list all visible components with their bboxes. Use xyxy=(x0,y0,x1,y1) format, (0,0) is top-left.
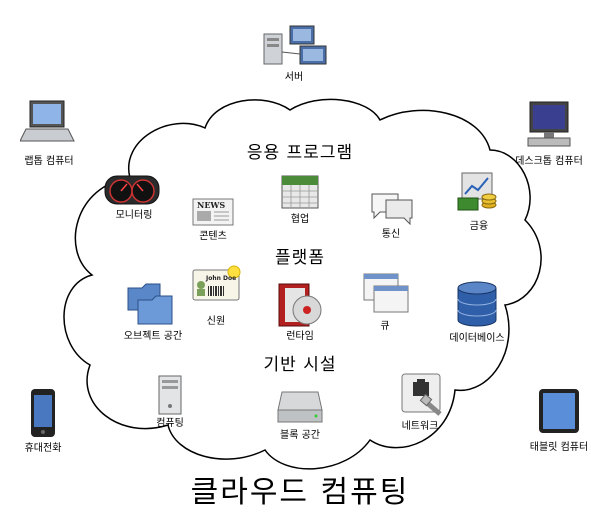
runtime-label: 런타임 xyxy=(286,331,314,342)
desktop-label: 데스크톱 컴퓨터 xyxy=(515,156,583,167)
collaboration-label: 협업 xyxy=(290,214,310,225)
network-label: 네트워크 xyxy=(401,421,439,432)
laptop-label: 랩톱 컴퓨터 xyxy=(24,156,74,167)
queue-windows-icon xyxy=(363,273,409,313)
queue-label: 큐 xyxy=(380,321,390,332)
tablet-icon xyxy=(539,389,579,433)
mobile-phone-icon xyxy=(31,389,55,437)
svg-text:John Doe: John Doe xyxy=(205,275,236,282)
block-storage-label: 블록 공간 xyxy=(280,430,320,441)
svg-text:NEWS: NEWS xyxy=(197,200,225,210)
compute-label: 컴퓨팅 xyxy=(156,418,184,429)
hard-drive-icon xyxy=(277,391,323,423)
chat-bubbles-icon xyxy=(371,193,413,226)
calendar-icon xyxy=(281,175,319,209)
diagram-title: 클라우드 컴퓨팅 xyxy=(190,475,410,510)
server-icon xyxy=(263,25,327,65)
communication-label: 통신 xyxy=(381,229,401,240)
compute-tower-icon xyxy=(158,375,182,415)
tablet-label: 태블릿 컴퓨터 xyxy=(529,442,589,453)
section-infrastructure: 기반 시설 xyxy=(263,355,337,375)
object-storage-label: 오브젝트 공간 xyxy=(123,331,183,342)
monitoring-label: 모니터링 xyxy=(115,210,153,221)
network-jack-icon xyxy=(401,373,442,416)
database-label: 데이터베이스 xyxy=(449,333,505,344)
section-applications: 응용 프로그램 xyxy=(246,143,354,163)
finance-chart-icon xyxy=(457,172,497,211)
server-label: 서버 xyxy=(284,72,304,83)
identity-label: 신원 xyxy=(206,316,226,327)
laptop-icon xyxy=(20,100,75,142)
section-platform: 플랫폼 xyxy=(275,248,325,268)
content-label: 콘텐츠 xyxy=(199,231,227,242)
finance-label: 금융 xyxy=(469,221,489,232)
desktop-icon xyxy=(527,101,571,147)
id-badge-icon: John Doe xyxy=(192,265,241,301)
runtime-disc-icon xyxy=(278,283,322,327)
phone-label: 휴대전화 xyxy=(24,443,62,454)
database-icon xyxy=(457,281,497,327)
newspaper-icon: NEWS xyxy=(192,198,234,226)
dashboard-gauge-icon xyxy=(104,175,160,205)
folder-icon xyxy=(127,283,173,325)
